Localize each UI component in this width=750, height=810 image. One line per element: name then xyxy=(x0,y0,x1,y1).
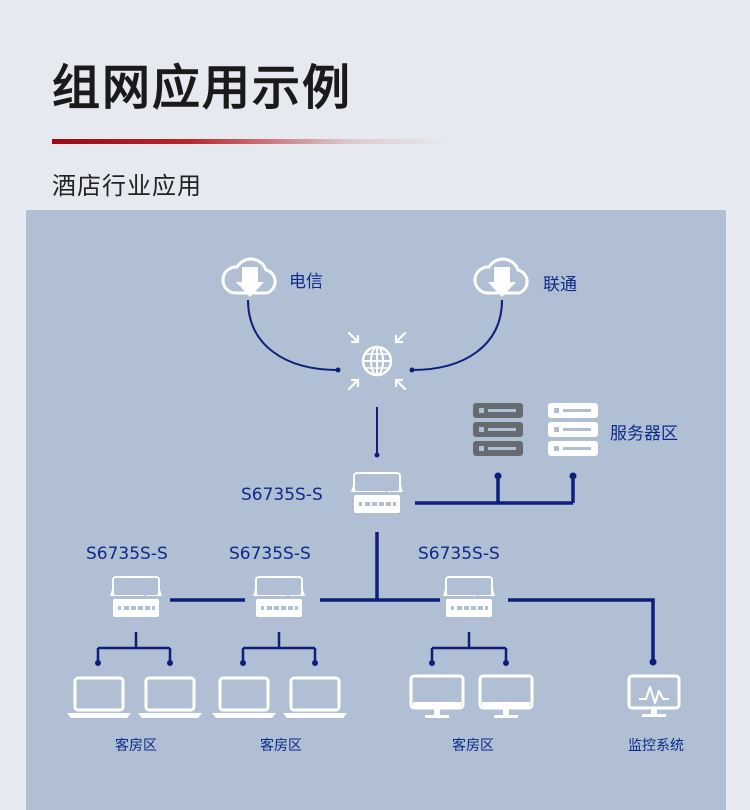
switch-right-label: S6735S-S xyxy=(418,544,500,564)
switch-icon xyxy=(108,574,164,622)
link-core-servers xyxy=(415,478,575,505)
laptop-icon xyxy=(136,676,204,720)
guest-zone-3-label: 客房区 xyxy=(452,737,494,754)
switch-icon xyxy=(251,574,307,622)
guest-zone-1-label: 客房区 xyxy=(115,737,157,754)
laptop-icon xyxy=(210,676,278,720)
connection-lines xyxy=(95,299,657,666)
link-isp1-internet xyxy=(247,299,339,371)
laptop-icon xyxy=(65,676,133,720)
title-underline xyxy=(52,139,447,144)
monitor-zone-label: 监控系统 xyxy=(628,738,684,754)
cloud-download-icon xyxy=(473,257,529,299)
isp-1-label: 电信 xyxy=(289,272,323,292)
switch-left-label: S6735S-S xyxy=(86,544,168,564)
server-zone-label: 服务器区 xyxy=(610,424,678,444)
switch-icon xyxy=(349,470,405,518)
switch-mid-label: S6735S-S xyxy=(229,544,311,564)
guest-zone-2-label: 客房区 xyxy=(260,737,302,754)
server-icon xyxy=(473,403,523,456)
link-isp2-internet xyxy=(411,299,503,371)
monitoring-screen-icon xyxy=(627,674,681,717)
internet-globe-icon xyxy=(347,331,407,391)
monitor-icon xyxy=(478,674,534,720)
core-switch-label: S6735S-S xyxy=(241,485,323,505)
cloud-download-icon xyxy=(221,257,277,299)
link-access-monitor xyxy=(508,598,655,660)
page-title: 组网应用示例 xyxy=(52,60,353,116)
server-icon xyxy=(548,403,598,456)
isp-2-label: 联通 xyxy=(543,275,577,295)
monitor-icon xyxy=(409,674,465,720)
switch-icon xyxy=(441,574,497,622)
laptop-icon xyxy=(281,676,349,720)
page-subtitle: 酒店行业应用 xyxy=(52,172,202,200)
